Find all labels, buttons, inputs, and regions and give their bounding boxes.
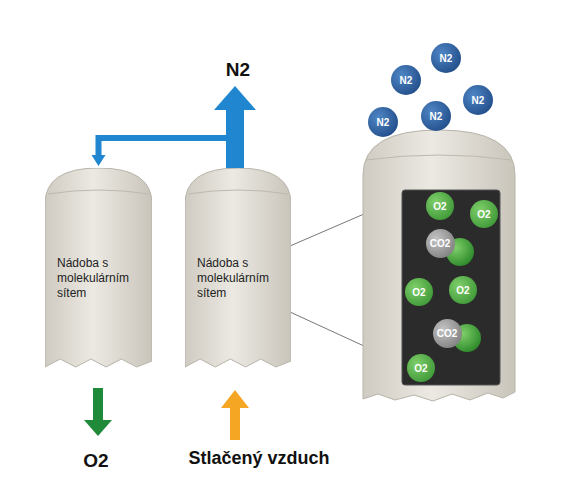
oxygen-molecule: O2 (449, 276, 477, 304)
sieve-vessel: Nádoba s molekulárním sítem (185, 168, 291, 373)
cylinder-cap (366, 155, 512, 160)
molecule-label: O2 (477, 209, 490, 220)
connector-line (99, 138, 236, 170)
vessel-shape (185, 168, 291, 373)
inlet-label: Stlačený vzduch (188, 448, 329, 469)
zoom-line (290, 214, 364, 246)
co2-molecule: CO2 (426, 229, 455, 258)
vessel-label: Nádoba s molekulárním sítem (57, 256, 146, 301)
co2-molecule: CO2 (433, 319, 462, 348)
molecule-label: O2 (414, 363, 427, 374)
gas-label: N2 (226, 59, 250, 81)
molecule-label: N2 (400, 75, 413, 86)
vessel-label: Nádoba s molekulárním sítem (197, 256, 285, 301)
molecule-label: CO2 (430, 238, 451, 249)
oxygen-molecule: O2 (407, 354, 435, 382)
molecule-label: O2 (456, 285, 469, 296)
vessel-outline (185, 168, 291, 367)
vessel-cap (48, 190, 149, 194)
molecule-label: N2 (440, 53, 453, 64)
molecule-label: O2 (433, 201, 446, 212)
oxygen-molecule: O2 (470, 200, 498, 228)
molecule-label: O2 (412, 287, 425, 298)
nitrogen-molecule: N2 (463, 85, 493, 115)
oxygen-molecule: O2 (405, 278, 433, 306)
o2-arrow (84, 388, 112, 436)
nitrogen-molecule: N2 (431, 43, 461, 73)
nitrogen-molecule: N2 (421, 101, 451, 131)
molecule-label: N2 (472, 95, 485, 106)
vessel-cap (188, 190, 288, 194)
air-arrow (221, 390, 249, 440)
vessel-outline (45, 168, 152, 367)
gas-connector (92, 138, 236, 170)
vessel-shape (45, 168, 152, 373)
oxygen-molecule: O2 (426, 192, 454, 220)
zoom-line (290, 312, 364, 346)
nitrogen-molecule: N2 (368, 107, 398, 137)
nitrogen-molecule: N2 (391, 65, 421, 95)
molecule-label: N2 (377, 117, 390, 128)
molecule-label: N2 (430, 111, 443, 122)
molecule-label: CO2 (437, 328, 458, 339)
gas-label: O2 (83, 450, 108, 472)
arrow-head (92, 155, 106, 166)
sieve-window (402, 190, 500, 385)
zoom-cylinder (363, 130, 515, 401)
sieve-vessel: Nádoba s molekulárním sítem (45, 168, 152, 373)
